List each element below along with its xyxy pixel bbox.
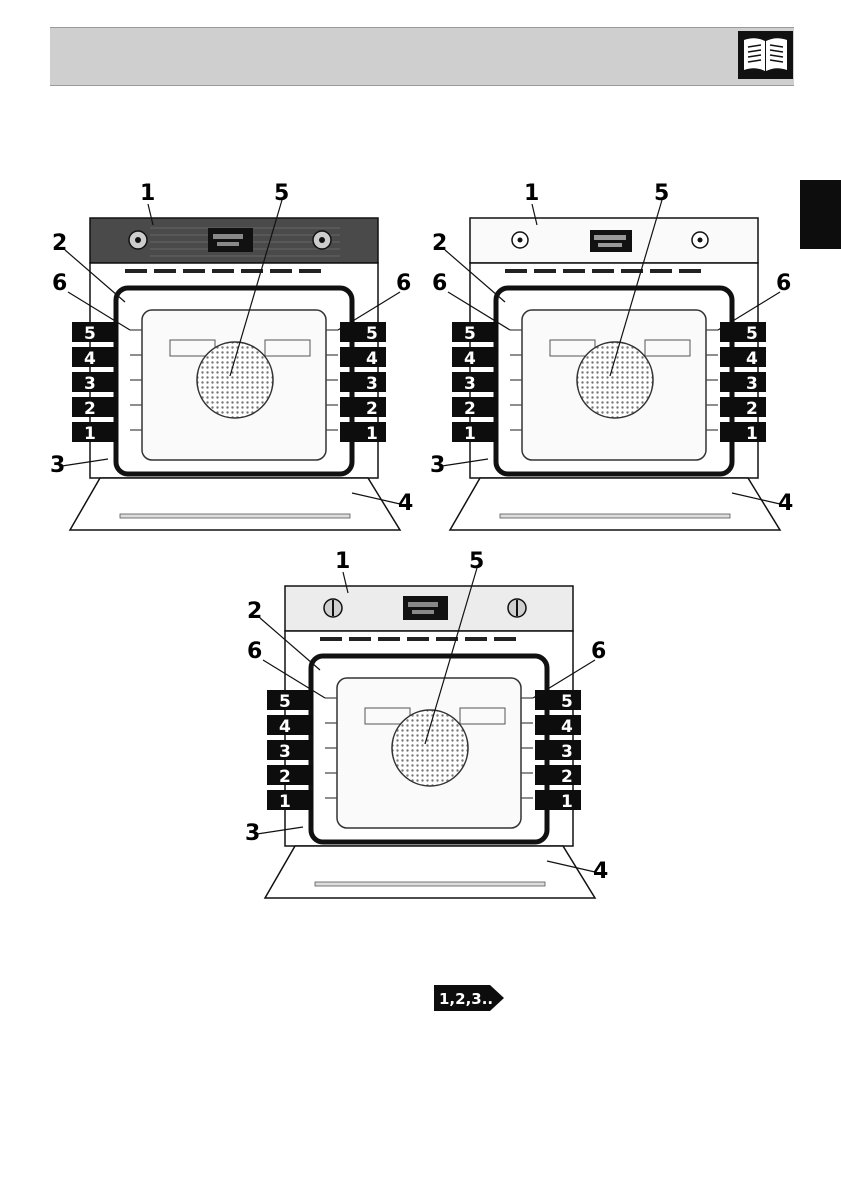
level-label: 2 — [279, 767, 291, 787]
level-label: 3 — [561, 742, 573, 762]
oven-door — [70, 478, 400, 530]
callout-5: 5 — [274, 181, 289, 206]
callout-5: 5 — [469, 549, 484, 574]
callout-1: 1 — [140, 181, 155, 206]
display-screen — [208, 228, 253, 252]
callout-6-left: 6 — [432, 271, 447, 296]
callout-5: 5 — [654, 181, 669, 206]
oven-figure-light: 5 4 3 2 1 5 4 3 2 1 1 5 2 6 6 3 4 — [430, 180, 800, 564]
level-label: 5 — [561, 692, 573, 712]
pager-badge-label: 1,2,3.. — [439, 990, 493, 1008]
level-label: 5 — [366, 324, 378, 344]
oven-door — [265, 846, 595, 898]
level-label: 5 — [464, 324, 476, 344]
level-badges-right: 5 4 3 2 1 — [340, 322, 386, 444]
callout-3: 3 — [430, 453, 445, 478]
callout-6-right: 6 — [776, 271, 791, 296]
level-label: 3 — [464, 374, 476, 394]
oven-figure-dark: 5 4 3 2 1 5 4 3 2 1 1 5 2 6 6 3 4 — [50, 180, 420, 564]
level-badges-right: 5 4 3 2 1 — [535, 690, 581, 812]
callout-4: 4 — [398, 491, 413, 516]
oven-door — [450, 478, 780, 530]
oven-figure-steel: 5 4 3 2 1 5 4 3 2 1 1 5 2 6 6 3 4 — [245, 548, 615, 932]
level-badges-left: 5 4 3 2 1 — [267, 690, 313, 812]
level-label: 2 — [561, 767, 573, 787]
level-label: 5 — [279, 692, 291, 712]
level-label: 2 — [746, 399, 758, 419]
level-badges-right: 5 4 3 2 1 — [720, 322, 766, 444]
callout-2: 2 — [432, 231, 447, 256]
display-screen — [590, 230, 632, 252]
callout-6-left: 6 — [52, 271, 67, 296]
level-label: 1 — [464, 424, 476, 444]
level-label: 1 — [84, 424, 96, 444]
level-label: 4 — [464, 349, 476, 369]
callout-6-left: 6 — [247, 639, 262, 664]
level-label: 3 — [746, 374, 758, 394]
level-label: 3 — [279, 742, 291, 762]
level-label: 5 — [746, 324, 758, 344]
level-label: 1 — [561, 792, 573, 812]
callout-2: 2 — [247, 599, 262, 624]
arrow-badge-icon: 1,2,3.. — [434, 985, 504, 1011]
level-label: 4 — [279, 717, 291, 737]
fan-grille-icon — [577, 342, 653, 418]
level-label: 4 — [366, 349, 378, 369]
callout-1: 1 — [335, 549, 350, 574]
level-label: 3 — [366, 374, 378, 394]
callout-6-right: 6 — [591, 639, 606, 664]
level-label: 4 — [561, 717, 573, 737]
level-badges-left: 5 4 3 2 1 — [72, 322, 118, 444]
callout-6-right: 6 — [396, 271, 411, 296]
level-label: 3 — [84, 374, 96, 394]
callout-2: 2 — [52, 231, 67, 256]
section-tab — [800, 180, 841, 249]
callout-1: 1 — [524, 181, 539, 206]
level-label: 2 — [464, 399, 476, 419]
callout-3: 3 — [245, 821, 260, 846]
fan-grille-icon — [392, 710, 468, 786]
level-label: 1 — [279, 792, 291, 812]
callout-4: 4 — [593, 859, 608, 884]
level-label: 2 — [84, 399, 96, 419]
open-book-icon — [738, 31, 793, 79]
level-label: 4 — [746, 349, 758, 369]
fan-grille-icon — [197, 342, 273, 418]
callout-3: 3 — [50, 453, 65, 478]
level-label: 4 — [84, 349, 96, 369]
level-label: 1 — [746, 424, 758, 444]
level-label: 5 — [84, 324, 96, 344]
level-badges-left: 5 4 3 2 1 — [452, 322, 498, 444]
level-label: 2 — [366, 399, 378, 419]
page-header-bar — [50, 27, 794, 86]
level-label: 1 — [366, 424, 378, 444]
display-screen — [403, 596, 448, 620]
callout-4: 4 — [778, 491, 793, 516]
